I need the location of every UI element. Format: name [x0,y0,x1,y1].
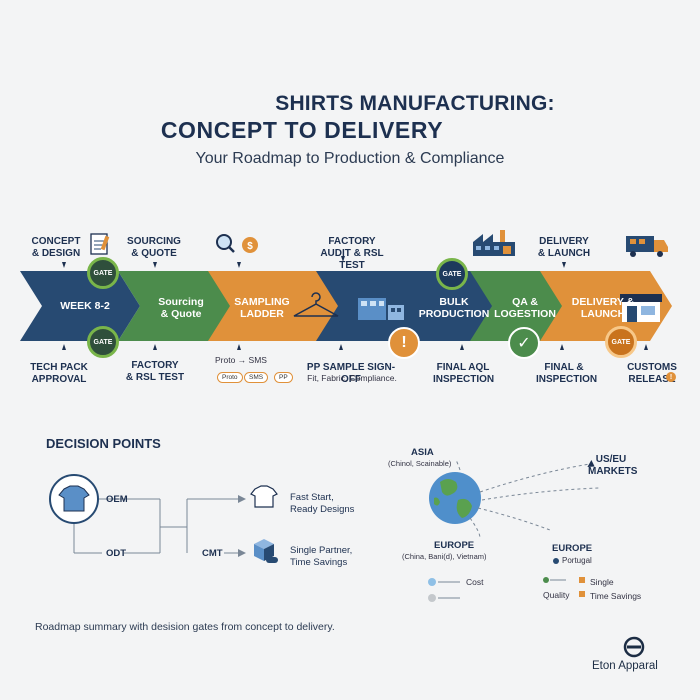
pill-sms: SMS [244,372,269,383]
label-fast-start: Fast Start,Ready Designs [290,492,355,515]
checkmark-icon: ✓ [508,327,540,359]
package-icon [254,539,278,563]
label-europe-1: EUROPE [434,540,475,551]
gate-badge: GATE [87,326,119,358]
segment-sampling [208,271,348,341]
segment-delivery-label: DELIVERY &LAUNCH [571,296,635,320]
label-europe-2: EUROPE [552,543,593,554]
gate-badge: GATE [436,258,468,290]
legend-time-savings: Time Savings [590,591,642,601]
label-single-partner: Single Partner,Time Savings [290,545,353,568]
tech-pack-clipboard-icon [90,233,110,255]
segment-delivery [540,271,672,341]
label-asia: ASIA [411,447,434,458]
label-cmt: CMT [202,548,223,559]
magnifier-icon [216,234,235,253]
label-proto-sms: Proto → SMS [215,355,267,365]
segment-sourcing-label: Sourcing& Quote [158,296,204,320]
tshirt-outline-icon [250,485,278,508]
delivery-truck-icon [626,236,668,257]
page-subtitle: Your Roadmap to Production & Compliance [195,150,505,167]
legend-quality: Quality [543,590,570,600]
label-factory-rsl: FACTORY& RSL TEST [125,360,185,383]
pill-proto: Proto [217,372,243,383]
label-pp-detail: Fit, Fabric, Compliance. [307,373,397,383]
factory-building-icon [358,298,404,320]
shield-icon: ! [666,372,676,382]
brand-name: Eton Apparal [592,660,658,672]
decision-points-title: DECISION POINTS [46,436,161,451]
coin-icon: $ [242,237,258,253]
page-title-line2: CONCEPT TO DELIVERY [160,117,444,143]
page-title-line1: SHIRTS MANUFACTURING: [275,92,555,115]
label-odt: ODT [106,548,127,559]
legend-single: Single [590,577,614,587]
label-asia-sub: (Chinol, Scainable) [388,459,452,468]
segment-week-label: WEEK 8-2 [60,300,110,312]
label-europe-2-sub: Portugal [562,556,592,565]
label-europe-1-sub: (China, Bani(d), Vietnam) [402,552,487,561]
factory-icon [473,230,515,256]
label-oem: OEM [106,494,128,505]
label-concept-design: CONCEPT& DESIGN [31,236,81,259]
alert-icon: ! [388,327,420,359]
label-sourcing-quote: SOURCING& QUOTE [127,236,181,259]
gate-badge: GATE [605,326,637,358]
hanger-icon [293,292,339,317]
label-pp-signoff: PP SAMPLE SIGN-OFF [306,362,396,385]
segment-qa-label: QA &LOGESTION [494,296,556,320]
roadmap-summary: Roadmap summary with desision gates from… [35,621,335,633]
svg-text:$: $ [247,241,253,252]
storefront-icon [620,294,662,322]
gate-badge: GATE [87,257,119,289]
pill-pp: PP [274,372,293,383]
label-final-inspection: FINAL &INSPECTION [536,362,598,385]
segment-week [20,271,140,341]
blue-shirt-icon [58,485,90,512]
globe-icon [429,472,481,524]
segment-sourcing [118,271,244,341]
brand-logo-icon [623,636,645,658]
label-delivery-launch: DELIVERY& LAUNCH [537,236,591,259]
legend-cost: Cost [466,577,484,587]
